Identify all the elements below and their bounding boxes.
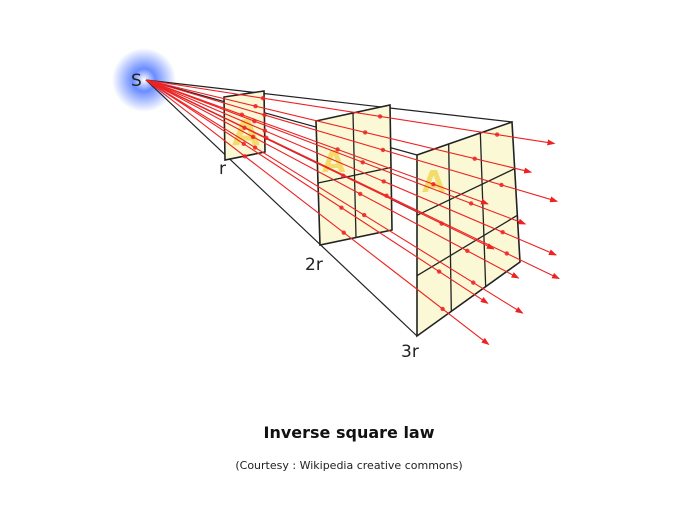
ray-line — [145, 79, 533, 174]
distance-label-r: r — [219, 159, 226, 179]
ray-dot — [468, 201, 474, 206]
ray-dot — [362, 130, 368, 135]
ray-dot — [381, 179, 386, 184]
ray-dot — [241, 141, 246, 147]
surface-3r: A — [416, 120, 521, 338]
ray-dot — [262, 128, 268, 133]
rays — [145, 79, 560, 346]
surface-grid-line — [479, 132, 487, 287]
ray-line — [145, 79, 489, 304]
surface-grid-line — [416, 168, 515, 216]
ray-line — [145, 79, 556, 146]
ray-dot — [504, 251, 509, 256]
frustum-edge-line — [145, 79, 418, 337]
ray-dot — [262, 112, 267, 118]
surface-grid-line — [416, 214, 518, 277]
surface-panel — [416, 120, 521, 338]
ray-dot — [384, 193, 389, 198]
ray-dot — [252, 118, 257, 124]
ray-dot — [358, 191, 363, 197]
ray-dot — [440, 306, 445, 312]
ray-dot — [339, 205, 344, 210]
surface-grid-line — [317, 166, 392, 184]
caption-credit: (Courtesy : Wikipedia creative commons) — [235, 459, 463, 472]
ray-line — [145, 79, 557, 256]
source-glow — [112, 48, 176, 112]
ray-dot — [472, 156, 477, 161]
ray-dot — [264, 135, 269, 141]
ray-line — [145, 79, 559, 203]
ray-dot — [253, 104, 258, 109]
ray-dot — [260, 96, 266, 101]
ray-line — [145, 79, 524, 314]
ray-dot — [341, 230, 346, 235]
ray-line — [145, 79, 560, 280]
ray-dot — [360, 160, 365, 165]
ray-dot — [250, 134, 256, 140]
inverse-square-diagram: AAA S r 2r 3r — [112, 48, 560, 362]
ray-dot — [361, 212, 367, 218]
ray-line — [145, 79, 490, 346]
surfaces: AAA — [223, 90, 521, 338]
ray-dot — [242, 154, 248, 159]
ray-dot — [499, 182, 504, 188]
frustum-edge-line — [145, 79, 513, 123]
ray-dot — [471, 280, 476, 285]
ray-dot — [465, 248, 470, 254]
source-label: S — [131, 71, 142, 91]
ray-line — [145, 79, 527, 225]
ray-line — [145, 79, 520, 279]
distance-label-3r: 3r — [401, 342, 419, 362]
ray-line — [145, 79, 489, 205]
ray-dot — [380, 147, 386, 153]
caption-title: Inverse square law — [263, 423, 435, 442]
surface-2r: A — [315, 104, 393, 246]
ray-dot — [377, 114, 383, 119]
ray-dot — [252, 145, 258, 150]
distance-label-2r: 2r — [305, 255, 323, 275]
ray-dot — [500, 229, 505, 235]
ray-dot — [335, 147, 340, 152]
ray-dot — [436, 269, 442, 274]
ray-dot — [494, 132, 500, 137]
ray-dot — [431, 181, 436, 187]
